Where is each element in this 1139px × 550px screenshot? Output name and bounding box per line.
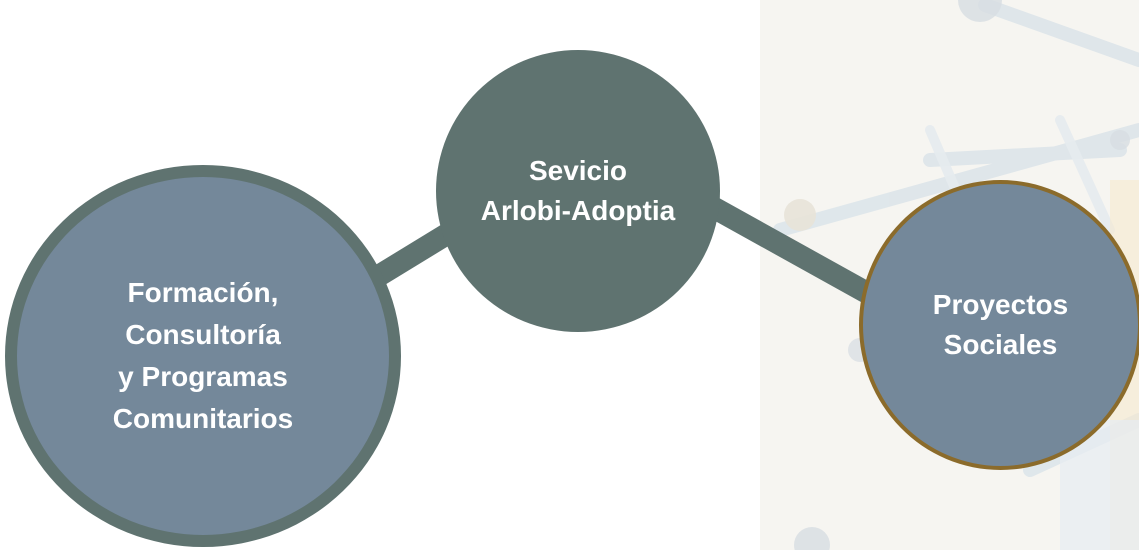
node-left-line-2: Consultoría [125,319,281,350]
node-right-line-1: Proyectos [932,289,1069,320]
node-left-line-4: Comunitarios [112,403,294,434]
node-left-label: Formación, Consultoría y Programas Comun… [113,272,293,440]
node-left-line-1: Formación, [127,277,279,308]
node-left-line-3: y Programas [118,361,288,392]
node-sevicio-arlobi-adoptia: Sevicio Arlobi-Adoptia [436,50,720,332]
node-right-label: Proyectos Sociales [933,285,1068,365]
node-right-line-2: Sociales [943,329,1058,360]
node-formacion-consultoria: Formación, Consultoría y Programas Comun… [5,165,401,547]
node-center-label: Sevicio Arlobi-Adoptia [481,151,675,231]
connector-center-right [694,190,886,310]
node-center-line-1: Sevicio [528,155,628,186]
node-proyectos-sociales: Proyectos Sociales [859,180,1139,470]
node-center-line-2: Arlobi-Adoptia [480,195,676,226]
